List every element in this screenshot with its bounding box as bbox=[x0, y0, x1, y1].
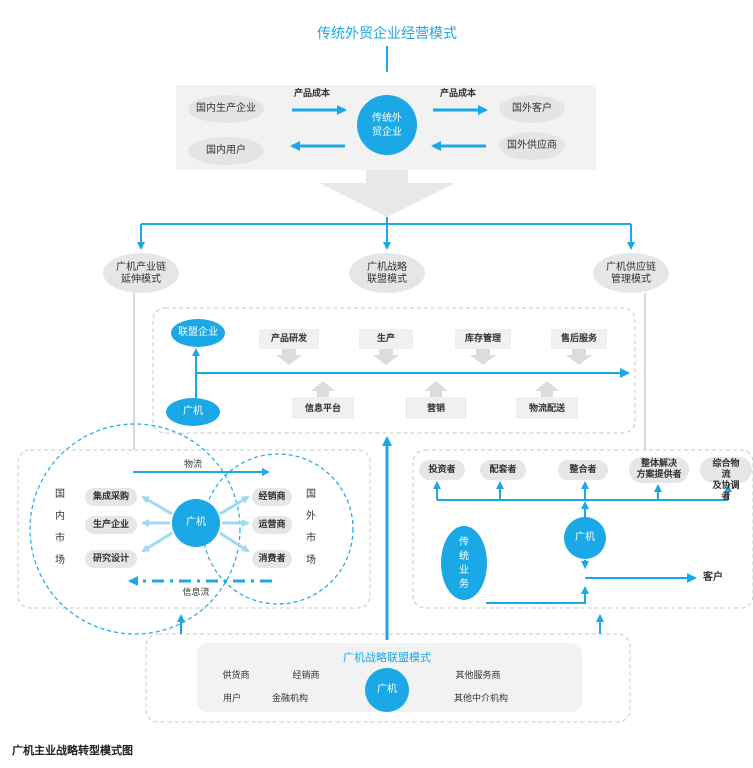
supply-role-pills bbox=[419, 457, 752, 483]
label-domestic-market: 国 内 市 场 bbox=[55, 489, 65, 566]
label-alliance-bottom-2: 营销 bbox=[426, 404, 446, 414]
label-foreign-market: 国 外 市 场 bbox=[306, 489, 316, 566]
bottom-center-circle bbox=[365, 668, 409, 712]
label-alliance-top-3: 库存管理 bbox=[464, 334, 502, 344]
label-alliance-top-4: 售后服务 bbox=[560, 334, 598, 344]
supply-box bbox=[412, 449, 753, 609]
pill-domestic-producer bbox=[188, 95, 264, 123]
label-alliance-bottom-3: 物流配送 bbox=[528, 404, 566, 414]
label-supply-center: 广机 bbox=[575, 532, 595, 543]
label-bottom-center: 广机 bbox=[377, 684, 397, 695]
label-chain-right-3: 消费者 bbox=[258, 554, 286, 564]
label-traditional-center: 传统外 贸企业 bbox=[372, 113, 402, 138]
pill-foreign-supplier bbox=[499, 132, 565, 160]
label-traditional-business: 传 统 业 务 bbox=[459, 537, 469, 590]
label-domestic-producer: 国内生产企业 bbox=[196, 103, 256, 114]
label-bottom-other-agencies: 其他中介机构 bbox=[453, 694, 509, 704]
chain-box bbox=[17, 449, 371, 609]
traditional-center-circle bbox=[357, 95, 417, 155]
label-customer: 客户 bbox=[703, 572, 723, 583]
mode-pill-right bbox=[593, 253, 669, 293]
label-alliance-top-2: 生产 bbox=[376, 334, 396, 344]
label-chain-center: 广机 bbox=[186, 517, 206, 528]
alliance-bottom-up-arrows bbox=[311, 381, 559, 397]
label-mode-left: 广机产业链 延伸模式 bbox=[116, 262, 166, 285]
label-cost-left: 产品成本 bbox=[293, 89, 331, 99]
label-bottom-user: 用户 bbox=[222, 694, 242, 704]
label-alliance-enterprise: 联盟企业 bbox=[178, 327, 218, 338]
pill-domestic-user bbox=[188, 137, 264, 165]
label-chain-right-2: 运营商 bbox=[258, 520, 286, 530]
label-cost-right: 产品成本 bbox=[439, 89, 477, 99]
alliance-top-boxes bbox=[259, 329, 607, 349]
distribution-lines bbox=[137, 217, 635, 250]
diagram-caption: 广机主业战略转型模式图 bbox=[12, 744, 133, 757]
label-chain-left-3: 研究设计 bbox=[92, 554, 130, 564]
label-mode-middle: 广机战略 联盟模式 bbox=[367, 262, 407, 285]
alliance-top-down-arrows bbox=[276, 349, 592, 365]
label-role-supporter: 配套者 bbox=[489, 465, 517, 475]
label-role-investor: 投资者 bbox=[428, 465, 456, 475]
label-info-flow: 信息流 bbox=[182, 588, 210, 598]
label-foreign-supplier: 国外供应商 bbox=[507, 140, 557, 151]
label-chain-left-1: 集成采购 bbox=[92, 492, 130, 502]
chain-center-circle bbox=[172, 499, 220, 547]
label-bottom-finance: 金融机构 bbox=[271, 694, 309, 704]
label-bottom-distributor: 经销商 bbox=[292, 671, 320, 681]
label-bottom-other-services: 其他服务商 bbox=[455, 671, 501, 681]
label-bottom-title: 广机战略联盟模式 bbox=[343, 651, 431, 664]
diagram-title: 传统外贸企业经营模式 bbox=[317, 26, 457, 42]
chain-radial-arrows bbox=[141, 495, 250, 553]
traditional-arrows bbox=[290, 105, 488, 151]
label-logistics: 物流 bbox=[183, 460, 203, 470]
pill-foreign-customer bbox=[499, 95, 565, 123]
mode-pill-left bbox=[103, 253, 179, 293]
mode-pill-middle bbox=[349, 253, 425, 293]
label-chain-left-2: 生产企业 bbox=[92, 520, 130, 530]
label-alliance-top-1: 产品研发 bbox=[270, 334, 308, 344]
domestic-market-circle bbox=[29, 423, 241, 635]
label-alliance-bottom-1: 信息平台 bbox=[304, 404, 342, 414]
label-mode-right: 广机供应链 管理模式 bbox=[606, 262, 656, 285]
label-domestic-user: 国内用户 bbox=[206, 145, 246, 156]
alliance-box bbox=[152, 307, 636, 434]
label-chain-right-1: 经销商 bbox=[258, 492, 286, 502]
bottom-box bbox=[145, 633, 631, 723]
alliance-guangji-oval bbox=[166, 398, 220, 426]
big-down-arrow bbox=[319, 170, 455, 217]
chain-right-pills bbox=[252, 488, 292, 568]
label-role-integrator: 整合者 bbox=[569, 465, 597, 475]
label-bottom-supplier: 供货商 bbox=[222, 671, 250, 681]
label-role-logistics-coordinator: 综合物流 及协调者 bbox=[712, 459, 740, 502]
alliance-enterprise-oval bbox=[171, 319, 225, 347]
chain-left-pills bbox=[85, 488, 137, 568]
traditional-business-oval bbox=[441, 526, 487, 600]
label-role-solution-provider: 整体解决 方案提供者 bbox=[636, 459, 682, 480]
label-foreign-customer: 国外客户 bbox=[512, 103, 552, 114]
alliance-bottom-boxes bbox=[292, 397, 578, 419]
supply-flow-arrows bbox=[486, 560, 697, 604]
foreign-market-circle bbox=[202, 453, 354, 605]
label-alliance-guangji: 广机 bbox=[183, 406, 203, 417]
supply-center-circle bbox=[564, 517, 606, 559]
